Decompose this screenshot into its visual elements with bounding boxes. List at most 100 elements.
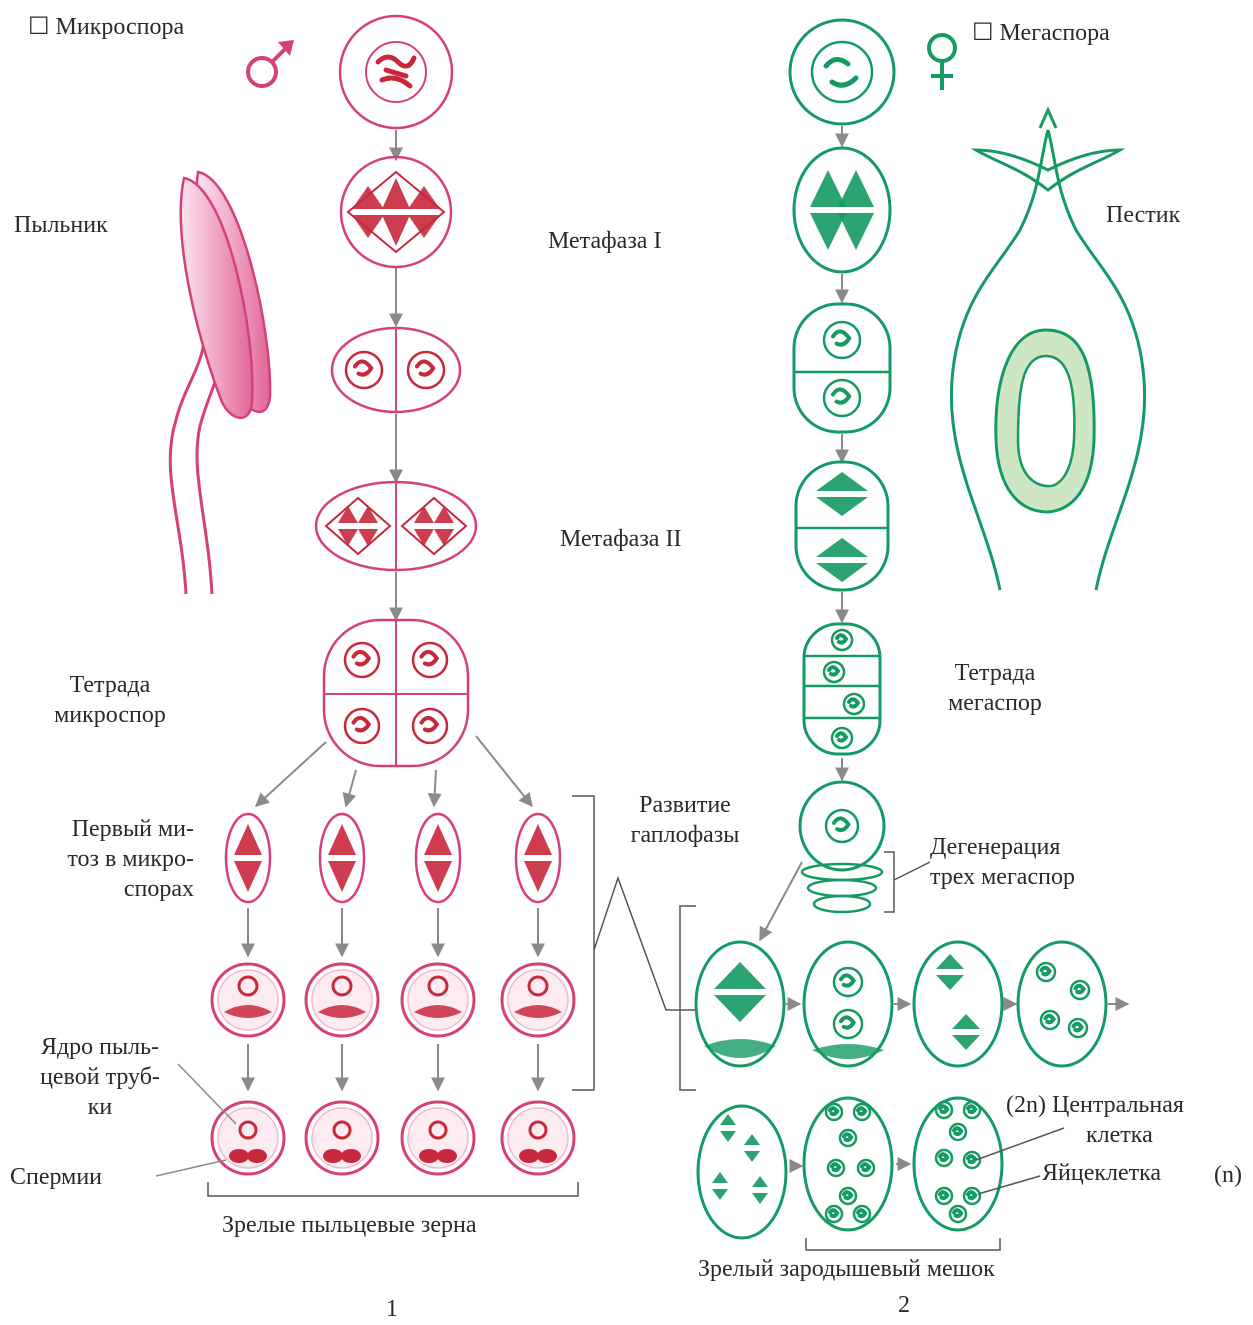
embryo-sac-stage-4 bbox=[1018, 942, 1106, 1066]
chromosomes bbox=[1046, 1016, 1054, 1023]
nucleus bbox=[413, 709, 447, 743]
sperm bbox=[247, 1149, 267, 1163]
chromosomes bbox=[940, 1106, 947, 1112]
nucleus bbox=[824, 322, 860, 358]
functional-megaspore bbox=[800, 782, 884, 870]
degeneration-label: Дегенерация трех мегаспор bbox=[930, 832, 1075, 892]
chromosomes bbox=[422, 718, 437, 730]
tetrad-micro-label: Тетрада микроспор bbox=[40, 670, 180, 730]
spindle-upper bbox=[352, 186, 384, 209]
spindle-lower bbox=[720, 1131, 736, 1142]
spindle-1 bbox=[326, 498, 390, 554]
spindle-lower bbox=[352, 215, 384, 238]
tube-nucleus-line3: ки bbox=[20, 1092, 180, 1122]
nucleus bbox=[1069, 1019, 1087, 1037]
chromosomes bbox=[849, 699, 858, 706]
spindle-lower bbox=[816, 563, 868, 582]
figure-number-1: 1 bbox=[386, 1294, 398, 1324]
chromosomes bbox=[378, 57, 414, 86]
female-line bbox=[696, 20, 1106, 1250]
pointer-tube-nucleus bbox=[178, 1064, 236, 1124]
spindle-upper bbox=[816, 472, 868, 491]
spindle-lower bbox=[434, 529, 454, 546]
sperm bbox=[341, 1149, 361, 1163]
spindle-upper bbox=[720, 1114, 736, 1125]
chromosomes bbox=[858, 1210, 865, 1216]
chromosomes bbox=[832, 1164, 839, 1170]
mature-pollen-label: Зрелые пыльцевые зерна bbox=[222, 1210, 477, 1240]
pistil-label: Пестик bbox=[1106, 200, 1180, 230]
degenerating-megaspore bbox=[814, 896, 870, 912]
tetrad-mega-line2: мегаспор bbox=[920, 688, 1070, 718]
spindle-upper bbox=[424, 824, 452, 855]
chromosomes bbox=[954, 1128, 961, 1134]
spindle-lower bbox=[338, 529, 358, 546]
metaphase1-label: Метафаза I bbox=[548, 226, 661, 256]
degenerating-megaspore bbox=[808, 880, 876, 896]
nucleus bbox=[408, 352, 444, 388]
sperm bbox=[519, 1149, 539, 1163]
egg-ploidy-label: (n) bbox=[1214, 1160, 1242, 1190]
degeneration-line1: Дегенерация bbox=[930, 832, 1075, 862]
central-cell-label: (2n) Центральная клетка bbox=[1006, 1090, 1184, 1150]
haplophase-line2: гаплофазы bbox=[615, 820, 755, 850]
spindle-upper bbox=[936, 954, 964, 969]
spindle-lower bbox=[382, 215, 410, 246]
bracket-haplophase bbox=[572, 796, 594, 1090]
first-mitosis-line1: Первый ми- bbox=[30, 814, 194, 844]
sperm bbox=[419, 1149, 439, 1163]
chromosomes bbox=[834, 818, 848, 830]
spindle-upper bbox=[338, 506, 358, 523]
spindle-upper bbox=[524, 824, 552, 855]
spindle-lower bbox=[810, 213, 846, 250]
sperm bbox=[537, 1149, 557, 1163]
spindle-upper bbox=[810, 170, 846, 207]
nucellus bbox=[1018, 356, 1074, 486]
nucleus bbox=[844, 694, 864, 714]
pointer-degeneration bbox=[894, 862, 930, 880]
mature-sac-stage-2 bbox=[804, 1098, 892, 1230]
mature-sac-stage-1 bbox=[698, 1106, 786, 1238]
chromosomes bbox=[829, 667, 838, 674]
chromosomes bbox=[841, 1017, 854, 1027]
chromosomes bbox=[1074, 1024, 1082, 1031]
mature-sac-label: Зрелый зародышевый мешок bbox=[698, 1254, 995, 1284]
arrow bbox=[434, 770, 436, 806]
chromosomes bbox=[837, 635, 846, 642]
chromosomes bbox=[826, 59, 856, 85]
embryo-sac-stage-3 bbox=[914, 942, 1002, 1066]
spindle-lower bbox=[234, 861, 262, 892]
chromosomes bbox=[355, 361, 371, 374]
stigma-tip bbox=[1040, 110, 1056, 128]
nucleus bbox=[832, 630, 852, 650]
chromosomes bbox=[422, 652, 437, 664]
pollen-cell bbox=[312, 970, 372, 1030]
anther-label: Пыльник bbox=[14, 210, 108, 240]
male-symbol-icon bbox=[240, 38, 298, 100]
megaspore-text: Мегаспора bbox=[1000, 20, 1110, 46]
spindle-lower bbox=[414, 529, 434, 546]
tetrad-mega-label: Тетрада мегаспор bbox=[920, 658, 1070, 718]
nucleus bbox=[834, 1010, 862, 1038]
bracket-mature-pollen bbox=[208, 1182, 578, 1196]
nucleus bbox=[346, 352, 382, 388]
metaphase2-label: Метафаза II bbox=[560, 524, 681, 554]
nucleus bbox=[345, 709, 379, 743]
figure-number-2: 2 bbox=[898, 1290, 910, 1320]
megaspore-label: ☐ Мегаспора bbox=[972, 18, 1110, 48]
arrow bbox=[760, 862, 802, 940]
tube-nucleus-label: Ядро пыль- цевой труб- ки bbox=[20, 1032, 180, 1122]
nucleus bbox=[824, 662, 844, 682]
haplophase-line1: Развитие bbox=[615, 790, 755, 820]
bracket-mature-sac bbox=[806, 1238, 1000, 1250]
pollen-column-4 bbox=[502, 814, 574, 1174]
chromosomes bbox=[354, 718, 369, 730]
chromosomes bbox=[841, 975, 854, 985]
chromosomes bbox=[833, 331, 849, 344]
nucleus bbox=[1071, 981, 1089, 999]
nucleus bbox=[413, 643, 447, 677]
chromosomes bbox=[968, 1106, 975, 1112]
spindle-lower bbox=[744, 1151, 760, 1162]
spindle-upper bbox=[414, 506, 434, 523]
